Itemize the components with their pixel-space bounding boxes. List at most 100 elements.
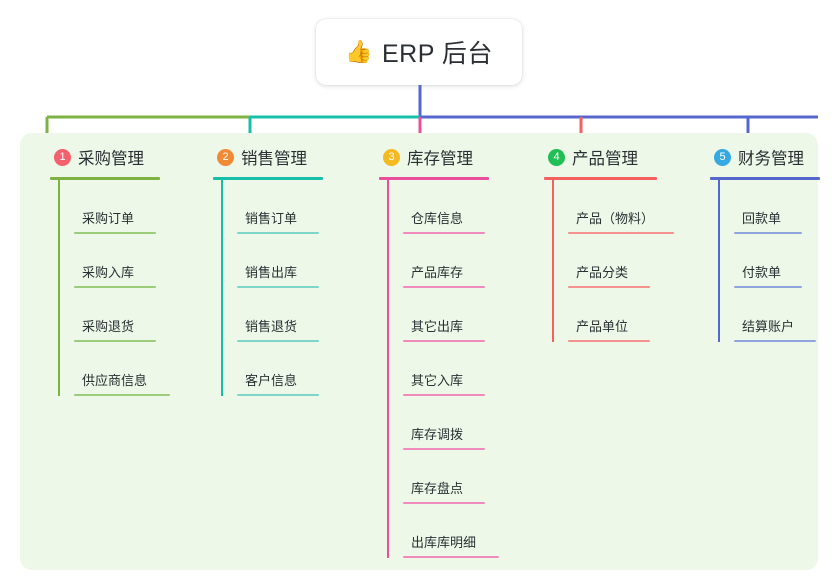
leaf-item-label: 回款单 [742, 211, 782, 226]
leaf-list-5: 回款单付款单结算账户 [718, 180, 820, 342]
leaf-item-label: 出库库明细 [411, 535, 477, 550]
leaf-item[interactable]: 销售出库 [237, 234, 323, 288]
column-3: 3 库存管理仓库信息产品库存其它出库其它入库库存调拨库存盘点出库库明细 [365, 145, 499, 558]
root-title: 👍 ERP 后台 [345, 34, 493, 70]
leaf-item-rule [568, 286, 650, 288]
leaf-item[interactable]: 其它入库 [403, 342, 499, 396]
column-title-2: 销售管理 [241, 150, 307, 168]
leaf-item[interactable]: 供应商信息 [74, 342, 170, 396]
leaf-item-label: 客户信息 [245, 373, 298, 388]
thumbs-up-icon: 👍 [345, 39, 373, 64]
leaf-item-label: 供应商信息 [82, 373, 148, 388]
column-title-5: 财务管理 [738, 150, 804, 168]
leaf-item-label: 产品库存 [411, 265, 464, 280]
leaf-item[interactable]: 客户信息 [237, 342, 323, 396]
leaf-item-label: 库存盘点 [411, 481, 464, 496]
column-title-4: 产品管理 [572, 150, 638, 168]
column-header-4[interactable]: 4 产品管理 [530, 145, 674, 169]
leaf-item-rule [74, 286, 156, 288]
leaf-item-label: 其它入库 [411, 373, 464, 388]
leaf-list-3: 仓库信息产品库存其它出库其它入库库存调拨库存盘点出库库明细 [387, 180, 499, 558]
column-2: 2 销售管理销售订单销售出库销售退货客户信息 [199, 145, 323, 396]
leaf-item-rule [403, 556, 499, 558]
column-header-1[interactable]: 1 采购管理 [36, 145, 170, 169]
leaf-item-rule [734, 232, 802, 234]
leaf-item-label: 付款单 [742, 265, 782, 280]
column-header-3[interactable]: 3 库存管理 [365, 145, 499, 169]
leaf-item[interactable]: 付款单 [734, 234, 820, 288]
leaf-item-rule [74, 394, 170, 396]
column-title-3: 库存管理 [407, 150, 473, 168]
leaf-spine-3 [387, 180, 389, 558]
column-title-1: 采购管理 [78, 150, 144, 168]
leaf-item-rule [403, 286, 485, 288]
leaf-item-label: 产品（物料） [576, 211, 655, 226]
leaf-list-2: 销售订单销售出库销售退货客户信息 [221, 180, 323, 396]
root-node-card[interactable]: 👍 ERP 后台 [316, 19, 522, 85]
leaf-item[interactable]: 采购订单 [74, 180, 170, 234]
leaf-list-4: 产品（物料） 产品分类产品单位 [552, 180, 674, 342]
leaf-item[interactable]: 产品分类 [568, 234, 674, 288]
leaf-item-rule [237, 286, 319, 288]
column-rule-1 [50, 177, 160, 180]
root-title-text: ERP 后台 [382, 40, 493, 68]
leaf-item-rule [568, 232, 674, 234]
leaf-item-rule [403, 340, 485, 342]
leaf-item[interactable]: 销售退货 [237, 288, 323, 342]
column-1: 1 采购管理采购订单采购入库采购退货供应商信息 [36, 145, 170, 396]
leaf-item-label: 采购订单 [82, 211, 135, 226]
leaf-item-rule [568, 340, 650, 342]
leaf-item-label: 其它出库 [411, 319, 464, 334]
leaf-item-rule [403, 232, 485, 234]
column-header-5[interactable]: 5 财务管理 [696, 145, 820, 169]
leaf-item-label: 库存调拨 [411, 427, 464, 442]
leaf-item-rule [403, 448, 485, 450]
leaf-item-rule [237, 232, 319, 234]
leaf-item-label: 销售出库 [245, 265, 298, 280]
column-rule-2 [213, 177, 323, 180]
leaf-item-label: 产品分类 [576, 265, 629, 280]
leaf-item-label: 采购入库 [82, 265, 135, 280]
leaf-item[interactable]: 库存盘点 [403, 450, 499, 504]
leaf-item[interactable]: 库存调拨 [403, 396, 499, 450]
leaf-item[interactable]: 采购入库 [74, 234, 170, 288]
column-badge-5: 5 [714, 148, 731, 166]
content-panel [20, 133, 818, 570]
leaf-item[interactable]: 结算账户 [734, 288, 820, 342]
column-rule-3 [379, 177, 489, 180]
leaf-item-rule [734, 340, 816, 342]
leaf-item-rule [74, 340, 156, 342]
leaf-item[interactable]: 回款单 [734, 180, 820, 234]
leaf-item[interactable]: 仓库信息 [403, 180, 499, 234]
column-badge-3: 3 [383, 148, 400, 166]
leaf-spine-2 [221, 180, 223, 396]
column-badge-4: 4 [548, 148, 565, 166]
column-header-2[interactable]: 2 销售管理 [199, 145, 323, 169]
leaf-item[interactable]: 销售订单 [237, 180, 323, 234]
leaf-item-label: 仓库信息 [411, 211, 464, 226]
column-badge-1: 1 [54, 148, 71, 166]
leaf-item-rule [403, 502, 485, 504]
column-rule-4 [544, 177, 657, 180]
leaf-item-label: 结算账户 [742, 319, 795, 334]
column-badge-2: 2 [217, 148, 234, 166]
leaf-item-label: 产品单位 [576, 319, 629, 334]
leaf-item-rule [237, 394, 319, 396]
leaf-item[interactable]: 出库库明细 [403, 504, 499, 558]
leaf-item-rule [734, 286, 802, 288]
leaf-spine-4 [552, 180, 554, 342]
leaf-item[interactable]: 产品库存 [403, 234, 499, 288]
leaf-item[interactable]: 产品（物料） [568, 180, 674, 234]
leaf-item-rule [403, 394, 485, 396]
leaf-item-label: 销售订单 [245, 211, 298, 226]
column-5: 5 财务管理回款单付款单结算账户 [696, 145, 820, 342]
leaf-spine-5 [718, 180, 720, 342]
leaf-list-1: 采购订单采购入库采购退货供应商信息 [58, 180, 170, 396]
leaf-item-label: 采购退货 [82, 319, 135, 334]
leaf-item[interactable]: 产品单位 [568, 288, 674, 342]
column-4: 4 产品管理产品（物料） 产品分类产品单位 [530, 145, 674, 342]
leaf-item[interactable]: 采购退货 [74, 288, 170, 342]
leaf-item[interactable]: 其它出库 [403, 288, 499, 342]
